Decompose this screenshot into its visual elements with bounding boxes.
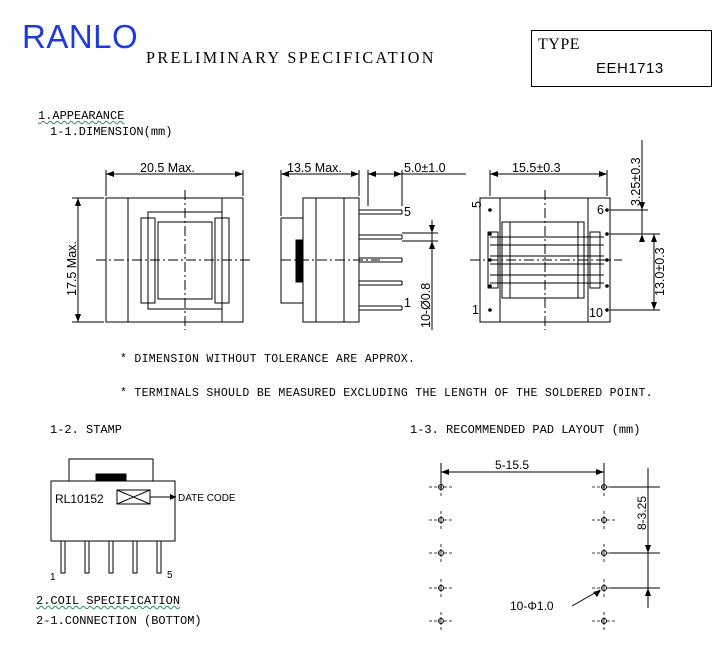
- side-view: [280, 170, 466, 330]
- stamp-date-code: DATE CODE: [178, 493, 236, 504]
- pad-pitch-label: 8-3.25: [635, 496, 649, 530]
- note-tolerance: * DIMENSION WITHOUT TOLERANCE ARE APPROX…: [120, 353, 416, 366]
- document-title: PRELIMINARY SPECIFICATION: [146, 48, 436, 67]
- bottom-pin-6-label: 6: [597, 203, 604, 217]
- brand-logo: RANLO: [22, 18, 139, 55]
- pin-diameter-label: 10-Ø0.8: [419, 283, 433, 328]
- pad-layout-drawing: [429, 463, 660, 630]
- bottom-view: [470, 140, 660, 330]
- side-pin-1-label: 1: [404, 296, 411, 310]
- section-appearance: 1.APPEARANCE: [38, 109, 125, 123]
- stamp-part-number: RL10152: [55, 492, 104, 506]
- front-width-label: 20.5 Max.: [140, 161, 195, 175]
- pad-spacing-label: 5-15.5: [495, 458, 529, 472]
- type-value: EEH1713: [596, 60, 664, 77]
- section-dimension: 1-1.DIMENSION(mm): [50, 125, 173, 139]
- note-terminals: * TERMINALS SHOULD BE MEASURED EXCLUDING…: [120, 387, 653, 400]
- bottom-edge-label: 3.25±0.3: [629, 157, 643, 206]
- bottom-width-label: 15.5±0.3: [512, 161, 561, 175]
- front-view: [72, 170, 252, 330]
- section-coil-spec: 2.COIL SPECIFICATION: [36, 594, 181, 608]
- bottom-pin-1-label: 1: [472, 303, 479, 317]
- stamp-pin-5-label: 5: [167, 570, 173, 581]
- section-connection: 2-1.CONNECTION (BOTTOM): [36, 614, 202, 628]
- type-box: [531, 30, 712, 87]
- bottom-pin-5-label: 5: [470, 201, 484, 208]
- section-pad-layout: 1-3. RECOMMENDED PAD LAYOUT (mm): [410, 423, 641, 437]
- stamp-pin-1-label: 1: [50, 572, 56, 583]
- stamp-pins: [60, 540, 162, 574]
- section-stamp: 1-2. STAMP: [50, 423, 123, 437]
- side-pins: [359, 209, 403, 311]
- bottom-height-label: 13.0±0.3: [653, 247, 667, 296]
- type-label: TYPE: [538, 36, 580, 53]
- bottom-pin-10-label: 10: [589, 306, 603, 320]
- front-height-label: 17.5 Max.: [65, 241, 79, 296]
- side-pin-5-label: 5: [404, 205, 411, 219]
- stamp-drawing: [50, 458, 176, 574]
- pad-hole-label: 10-Φ1.0: [510, 599, 554, 613]
- dimension-arrows: [75, 171, 657, 597]
- bottom-pin-dots: [488, 208, 609, 312]
- pin-length-label: 5.0±1.0: [404, 161, 446, 175]
- side-width-label: 13.5 Max.: [287, 161, 342, 175]
